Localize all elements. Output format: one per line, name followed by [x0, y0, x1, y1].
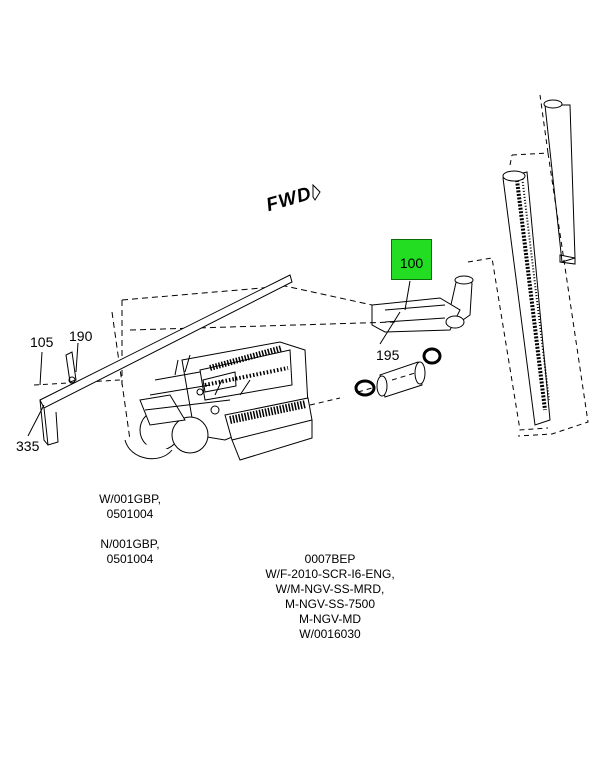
leader-105 — [39, 351, 43, 386]
note-left-line: W/001GBP, — [99, 492, 161, 506]
applicability-note-left: W/001GBP, 0501004 N/001GBP, 0501004 — [90, 492, 170, 567]
leader-195 — [379, 311, 401, 345]
note-left-line: 0501004 — [106, 552, 154, 566]
note-right-line: M-NGV-MD — [299, 612, 361, 626]
exhaust-elbow-tube — [371, 275, 474, 333]
upper-pipe — [543, 99, 576, 265]
engine-assembly — [124, 341, 313, 461]
dashed-leader-right — [467, 257, 549, 431]
note-right-line: 0007BEP — [304, 552, 356, 566]
frame-crossmember — [39, 274, 293, 446]
leader-335 — [27, 404, 45, 437]
coupler-and-clamps — [354, 347, 442, 398]
note-right-line: M-NGV-SS-7500 — [284, 597, 376, 611]
note-left-spacer — [90, 522, 170, 537]
callout-195[interactable]: 195 — [376, 347, 400, 363]
note-right-line: W/M-NGV-SS-MRD, — [275, 582, 385, 596]
applicability-note-right: 0007BEP W/F-2010-SCR-I6-ENG, W/M-NGV-SS-… — [250, 552, 410, 642]
bracket-bolt — [65, 351, 77, 384]
callout-100-label: 100 — [399, 255, 424, 271]
callout-105[interactable]: 105 — [30, 334, 54, 350]
note-right-line: W/0016030 — [299, 627, 361, 641]
note-left-line: N/001GBP, — [100, 537, 160, 551]
note-right-line: W/F-2010-SCR-I6-ENG, — [265, 567, 395, 581]
fwd-arrow-icon — [312, 183, 321, 201]
dashed-outline-right — [509, 94, 589, 437]
callout-190[interactable]: 190 — [69, 328, 93, 344]
dashed-leader-lower — [309, 372, 416, 406]
leader-100 — [404, 280, 411, 311]
callout-335[interactable]: 335 — [16, 438, 40, 454]
leader-190 — [75, 342, 79, 373]
note-left-line: 0501004 — [106, 507, 154, 521]
highlighted-callout-100[interactable]: 100 — [391, 239, 432, 280]
lower-pipe-with-heat-shield — [502, 170, 551, 426]
